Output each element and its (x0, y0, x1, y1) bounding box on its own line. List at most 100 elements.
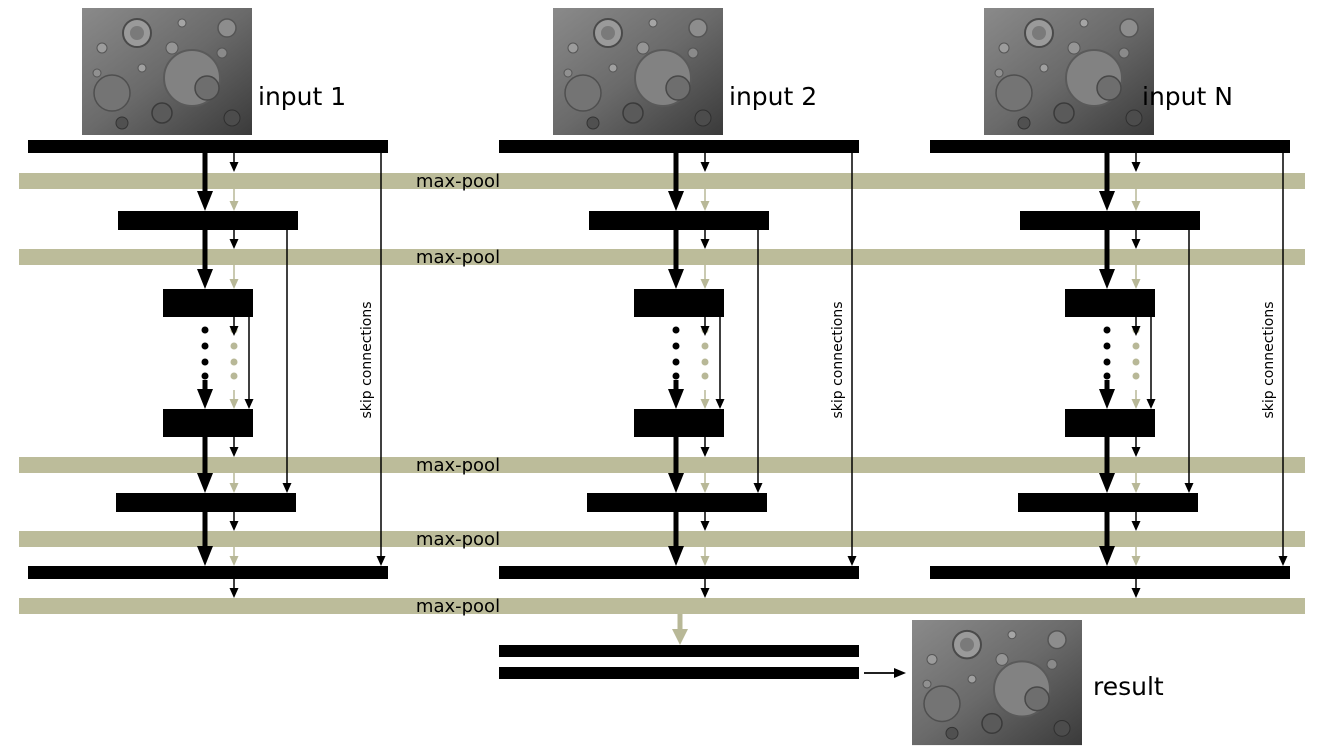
pool-output-arrow-1-2-head (229, 279, 239, 289)
pool-output-arrow-1-5 (229, 547, 239, 566)
layer-2-2 (589, 211, 769, 230)
ellipsis-dot-1-4 (201, 372, 209, 380)
main-arrow-3-1-head (1099, 191, 1115, 211)
ellipsis-dot-3-3 (1103, 358, 1111, 366)
pool-output-arrow-2-5 (700, 547, 710, 566)
pool-output-arrow-1-4-head (229, 483, 239, 493)
pool-input-arrow-3-5-head (1131, 521, 1141, 531)
ellipsis-dot-1-3 (201, 358, 209, 366)
pool-output-arrow-3-2 (1131, 265, 1141, 289)
moon-crater-photo-3 (983, 7, 1155, 136)
main-arrow-2-4-head (668, 389, 684, 409)
pool-input-arrow-3-5 (1131, 512, 1141, 531)
main-arrow-1-6-head (197, 546, 213, 566)
encoder-column-3 (930, 140, 1290, 598)
layer-3-2 (1020, 211, 1200, 230)
pool-output-arrow-1-1 (229, 189, 239, 211)
main-arrow-1-2-head (197, 269, 213, 289)
skip-connections-label-2: skip connections (830, 301, 846, 418)
main-arrow-3-4 (1099, 380, 1115, 409)
main-arrow-3-6 (1099, 512, 1115, 566)
pool-input-arrow-2-5 (700, 512, 710, 531)
result-arrow (864, 668, 906, 678)
pool-input-arrow-3-1-head (1131, 162, 1141, 172)
main-arrow-3-2 (1099, 230, 1115, 289)
pool-input-arrow-1-5 (229, 512, 239, 531)
pool-ellipsis-dot-3-2 (1132, 342, 1140, 350)
pool-output-arrow-3-5 (1131, 547, 1141, 566)
result-moon-image (911, 619, 1083, 747)
main-arrow-1-1 (197, 153, 213, 211)
main-arrow-1-2 (197, 230, 213, 289)
layer-3-4 (1065, 409, 1155, 437)
max-pool-band-4 (19, 531, 1305, 547)
encoder-column-1 (28, 140, 388, 598)
main-arrow-1-5 (197, 437, 213, 493)
pool-output-arrow-2-2-head (700, 279, 710, 289)
main-arrow-3-5 (1099, 437, 1115, 493)
pool-input-arrow-2-2 (700, 230, 710, 249)
layer-1-1 (28, 140, 388, 153)
pool-output-arrow-3-4-head (1131, 483, 1141, 493)
input-images (81, 7, 1155, 747)
pool-ellipsis-dot-3-4 (1132, 372, 1140, 380)
moon-crater-photo-1 (81, 7, 253, 136)
pool-ellipsis-dot-3-3 (1132, 358, 1140, 366)
main-arrow-2-4 (668, 380, 684, 409)
pool-input-arrow-3-2 (1131, 230, 1141, 249)
pool-input-arrow-2-6 (700, 579, 710, 598)
skip-connection-3-2-head (1184, 483, 1194, 493)
fusion-block (499, 614, 906, 679)
pool-ellipsis-dot-1-4 (230, 372, 238, 380)
pool-input-arrow-1-4 (229, 437, 239, 457)
pool-ellipsis-dot-2-3 (701, 358, 709, 366)
main-arrow-1-1-head (197, 191, 213, 211)
fusion-layer-1 (499, 645, 859, 657)
layer-1-2 (118, 211, 298, 230)
encoder-column-2 (499, 140, 859, 598)
skip-connection-2-3-head (715, 399, 725, 409)
pool-input-arrow-3-2-head (1131, 239, 1141, 249)
input-label-2: input 2 (729, 82, 817, 111)
pool-output-arrow-2-3 (700, 390, 710, 409)
main-arrow-1-4-head (197, 389, 213, 409)
pool-output-arrow-1-3-head (229, 399, 239, 409)
pool-output-arrow-2-5-head (700, 556, 710, 566)
skip-connections-label-3: skip connections (1261, 301, 1277, 418)
main-arrow-3-5-head (1099, 473, 1115, 493)
main-arrow-2-5-head (668, 473, 684, 493)
pool-output-arrow-3-3-head (1131, 399, 1141, 409)
pool-input-arrow-2-3 (700, 317, 710, 336)
main-arrow-1-5-head (197, 473, 213, 493)
pool-input-arrow-2-5-head (700, 521, 710, 531)
skip-connection-3-3 (1146, 317, 1156, 409)
ellipsis-dot-2-4 (672, 372, 680, 380)
main-arrow-2-1 (668, 153, 684, 211)
max-pool-label-2: max-pool (416, 247, 500, 268)
layer-1-6 (28, 566, 388, 579)
ellipsis-dot-1-1 (201, 326, 209, 334)
main-arrow-2-2-head (668, 269, 684, 289)
pool-output-arrow-2-4 (700, 473, 710, 493)
main-arrow-1-6 (197, 512, 213, 566)
skip-connection-2-1-head (847, 556, 857, 566)
layer-2-6 (499, 566, 859, 579)
pool-input-arrow-3-4 (1131, 437, 1141, 457)
pool-output-arrow-3-4 (1131, 473, 1141, 493)
max-pool-band-5 (19, 598, 1305, 614)
layer-2-4 (634, 409, 724, 437)
pool-output-arrow-1-4 (229, 473, 239, 493)
pool-input-arrow-1-2 (229, 230, 239, 249)
pool-input-arrow-2-3-head (700, 326, 710, 336)
layer-2-5 (587, 493, 767, 512)
pool-input-arrow-3-3-head (1131, 326, 1141, 336)
main-arrow-2-6-head (668, 546, 684, 566)
pool-input-arrow-1-6 (229, 579, 239, 598)
max-pool-band-3 (19, 457, 1305, 473)
skip-connection-2-1 (847, 153, 857, 566)
ellipsis-dot-2-2 (672, 342, 680, 350)
main-arrow-2-6 (668, 512, 684, 566)
max-pool-label-4: max-pool (416, 529, 500, 550)
layer-3-3 (1065, 289, 1155, 317)
